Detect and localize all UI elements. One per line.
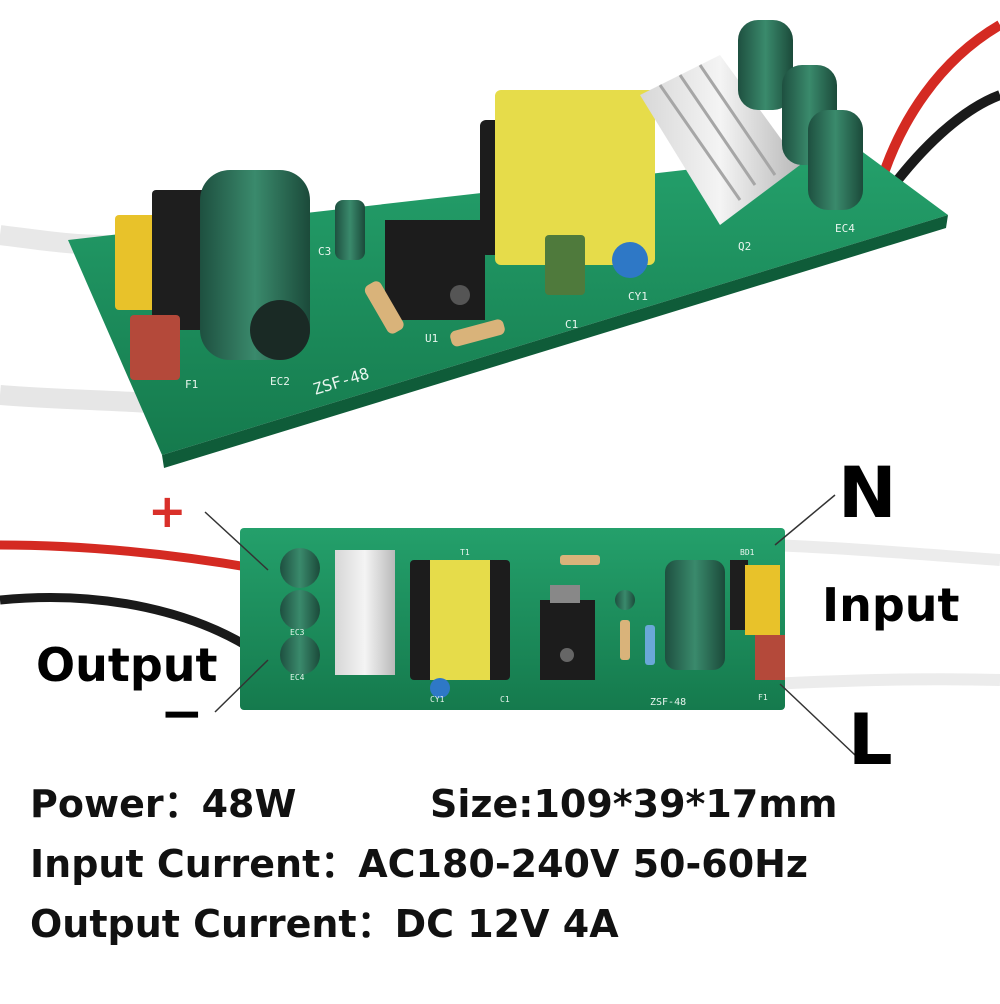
top-output-wire-black (886, 90, 1000, 194)
top-silk-label: EC4 (835, 222, 855, 235)
bottom-resistor-2 (645, 625, 655, 665)
spec-power: Power：48W (30, 782, 297, 826)
top-silk-label: U1 (425, 332, 438, 345)
bottom-silk-label: T1 (460, 548, 470, 557)
top-mosfet-hole (450, 285, 470, 305)
minus-label: − (160, 684, 204, 744)
bottom-silk-label: C1 (500, 695, 510, 704)
top-pcb-edge (162, 215, 948, 468)
bottom-board-silk-model: ZSF-48 (650, 697, 686, 708)
bottom-small-capacitor (615, 590, 635, 610)
top-heatsink (640, 55, 800, 225)
bottom-silk-label: EC3 (290, 628, 305, 637)
bottom-output-capacitor-1 (280, 548, 320, 588)
bottom-x-capacitor (745, 565, 780, 635)
top-input-capacitor-base (250, 300, 310, 360)
bottom-resistor-1 (620, 620, 630, 660)
bottom-output-wire-red (0, 540, 266, 575)
bottom-board (0, 494, 1000, 756)
top-output-capacitor-3 (808, 110, 863, 210)
top-fuse (130, 315, 180, 380)
spec-output-current: Output Current：DC 12V 4A (30, 902, 619, 946)
top-silk-label: C3 (318, 245, 331, 258)
top-board (0, 20, 1000, 468)
bottom-output-capacitor-2 (280, 590, 320, 630)
input-label: Input (822, 578, 960, 632)
top-silk-label: CY1 (628, 290, 648, 303)
n-label: N (838, 452, 897, 534)
l-label: L (848, 699, 893, 781)
spec-input-current: Input Current：AC180-240V 50-60Hz (30, 842, 809, 886)
plus-pointer-line (204, 511, 269, 571)
n-pointer-line (774, 494, 836, 546)
top-small-capacitor (335, 200, 365, 260)
bottom-resistor-3 (560, 555, 600, 565)
bottom-heatsink (335, 550, 395, 675)
top-y-capacitor (612, 242, 648, 278)
bottom-y-capacitor (430, 678, 450, 698)
top-silk-label: Q2 (738, 240, 751, 253)
plus-label: + (148, 484, 187, 538)
top-output-wire-red (875, 20, 1000, 187)
top-transformer (495, 90, 655, 265)
top-silk-label: F1 (185, 378, 198, 391)
top-output-capacitor-1 (738, 20, 793, 110)
bottom-transformer (430, 560, 490, 680)
l-pointer-line (779, 683, 856, 756)
bottom-input-capacitor (665, 560, 725, 670)
bottom-input-wire-n (769, 539, 1000, 566)
bottom-silk-label: F1 (758, 693, 768, 702)
bottom-mosfet-hole (560, 648, 574, 662)
bottom-silk-label: EC4 (290, 673, 305, 682)
bottom-silk-label: BD1 (740, 548, 755, 557)
top-resistor-2 (450, 319, 505, 347)
spec-size: Size:109*39*17mm (430, 782, 838, 826)
top-resistor-1 (364, 281, 404, 334)
top-bridge-rectifier (152, 190, 207, 330)
bottom-output-capacitor-3 (280, 635, 320, 675)
bottom-bridge-rectifier (730, 560, 748, 630)
bottom-fuse (755, 635, 785, 680)
top-film-capacitor (545, 235, 585, 295)
bottom-silk-label: CY1 (430, 695, 445, 704)
top-silk-label: C1 (565, 318, 578, 331)
bottom-mosfet (540, 600, 595, 680)
output-label: Output (36, 638, 218, 692)
minus-pointer-line (214, 659, 269, 713)
bottom-mosfet-pins (550, 585, 580, 603)
top-mosfet (385, 220, 485, 320)
top-silk-label: EC2 (270, 375, 290, 388)
bottom-input-wire-l (769, 673, 1000, 690)
